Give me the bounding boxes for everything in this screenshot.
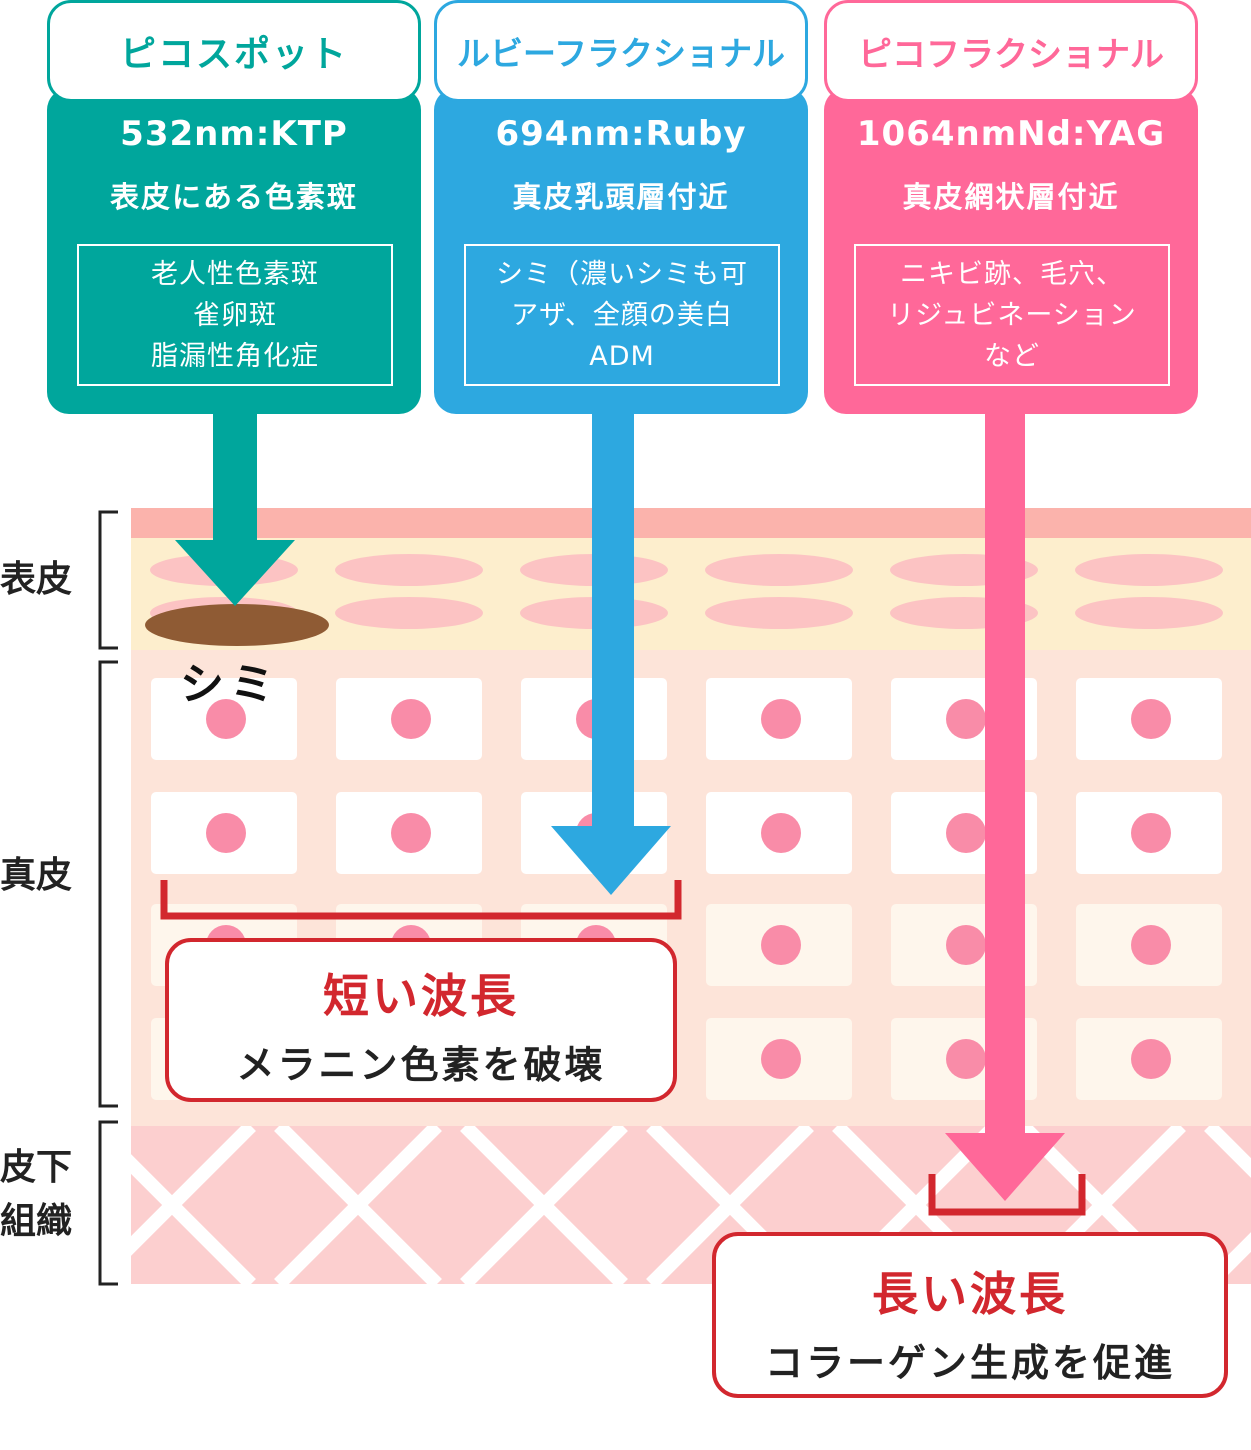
note-description: メラニン色素を破壊	[236, 1043, 606, 1087]
short-wavelength-bracket	[160, 880, 682, 920]
target-item: シミ（濃いシミも可	[496, 258, 748, 290]
cell-nucleus	[1131, 925, 1171, 965]
subcutis-label-line1: 皮下	[0, 1147, 73, 1188]
card-depth: 表皮にある色素斑	[109, 180, 358, 214]
card-body: 532nm:KTP 表皮にある色素斑 老人性色素斑 雀卵斑 脂漏性角化症	[47, 88, 421, 414]
epidermis-label: 表皮	[0, 559, 73, 600]
cell-nucleus	[1131, 813, 1171, 853]
card-ruby-fractional: ルビーフラクショナル 694nm:Ruby 真皮乳頭層付近 シミ（濃いシミも可 …	[434, 0, 808, 414]
target-item: ADM	[589, 340, 655, 372]
card-wavelength: 1064nmNd:YAG	[856, 114, 1166, 154]
target-item: 老人性色素斑	[151, 258, 319, 290]
epidermis-cell	[705, 554, 853, 586]
cell-nucleus	[761, 813, 801, 853]
note-description: コラーゲン生成を促進	[764, 1341, 1175, 1385]
target-item: など	[984, 340, 1040, 372]
spot-label: シミ	[180, 659, 280, 710]
cell-nucleus	[946, 925, 986, 965]
subcutis-label-line2: 組織	[0, 1201, 73, 1242]
cell-nucleus	[946, 1039, 986, 1079]
cell-nucleus	[761, 1039, 801, 1079]
target-item: 雀卵斑	[193, 299, 277, 331]
pink-arrow	[945, 400, 1065, 1201]
cell-nucleus	[761, 699, 801, 739]
cell-nucleus	[391, 813, 431, 853]
subcutis-bracket	[98, 1120, 118, 1286]
cell-nucleus	[206, 813, 246, 853]
target-item: リジュビネーション	[887, 299, 1137, 331]
dermis-bracket	[98, 660, 118, 1108]
epidermis-cell	[705, 597, 853, 629]
epidermis-cell	[1075, 554, 1223, 586]
card-targets: シミ（濃いシミも可 アザ、全顔の美白 ADM	[464, 244, 780, 386]
long-wavelength-note: 長い波長 コラーゲン生成を促進	[712, 1232, 1228, 1398]
card-title: ピコフラクショナル	[824, 0, 1198, 102]
card-targets: 老人性色素斑 雀卵斑 脂漏性角化症	[77, 244, 393, 386]
card-title: ピコスポット	[47, 0, 421, 102]
card-depth: 真皮乳頭層付近	[512, 180, 730, 214]
cell-nucleus	[761, 925, 801, 965]
cell-nucleus	[391, 699, 431, 739]
cell-nucleus	[1131, 699, 1171, 739]
lattice-line	[274, 1126, 442, 1284]
epidermis-cell	[1075, 597, 1223, 629]
epidermis-bracket	[98, 510, 118, 650]
card-depth: 真皮網状層付近	[902, 180, 1120, 214]
target-item: ニキビ跡、毛穴、	[900, 258, 1124, 290]
epidermis-cell	[335, 554, 483, 586]
card-pico-fractional: ピコフラクショナル 1064nmNd:YAG 真皮網状層付近 ニキビ跡、毛穴、 …	[824, 0, 1198, 414]
lattice-line	[460, 1126, 628, 1284]
long-wavelength-bracket	[928, 1174, 1086, 1216]
card-pico-spot: ピコスポット 532nm:KTP 表皮にある色素斑 老人性色素斑 雀卵斑 脂漏性…	[47, 0, 421, 414]
cell-nucleus	[946, 699, 986, 739]
note-title: 長い波長	[872, 1267, 1068, 1321]
lattice-line	[646, 1126, 814, 1284]
target-item: 脂漏性角化症	[151, 340, 319, 372]
cell-nucleus	[1131, 1039, 1171, 1079]
card-wavelength: 532nm:KTP	[120, 114, 348, 154]
dermis-label: 真皮	[0, 855, 73, 896]
card-body: 694nm:Ruby 真皮乳頭層付近 シミ（濃いシミも可 アザ、全顔の美白 AD…	[434, 88, 808, 414]
note-title: 短い波長	[323, 969, 519, 1023]
lattice-line	[1204, 1232, 1251, 1284]
blue-arrow	[551, 400, 671, 895]
lattice-line	[1204, 1126, 1251, 1178]
card-wavelength: 694nm:Ruby	[495, 114, 747, 154]
teal-arrow	[175, 400, 295, 606]
card-targets: ニキビ跡、毛穴、 リジュビネーション など	[854, 244, 1170, 386]
lattice-line	[131, 1126, 256, 1256]
pigment-spot	[145, 604, 329, 646]
cell-nucleus	[206, 699, 246, 739]
card-title: ルビーフラクショナル	[434, 0, 808, 102]
short-wavelength-note: 短い波長 メラニン色素を破壊	[165, 938, 677, 1102]
cell-nucleus	[946, 813, 986, 853]
epidermis-top-band	[131, 508, 1251, 538]
target-item: アザ、全顔の美白	[511, 299, 733, 331]
epidermis-cell	[335, 597, 483, 629]
card-body: 1064nmNd:YAG 真皮網状層付近 ニキビ跡、毛穴、 リジュビネーション …	[824, 88, 1198, 414]
